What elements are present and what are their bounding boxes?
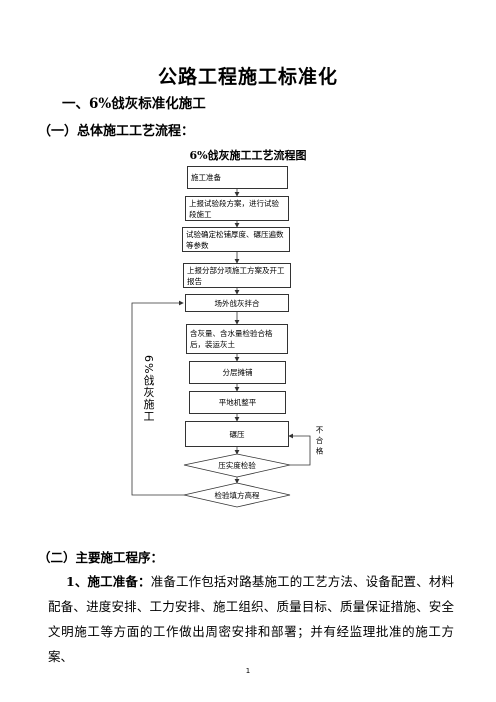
step-content-check: 含灰量、含水量检验合格后，装运灰土 <box>186 324 288 354</box>
decision-compaction-shape <box>183 453 291 478</box>
paragraph-body: 准备工作包括对路基施工的工艺方法、设备配置、材料配备、进度安排、工力安排、施工组… <box>48 574 454 664</box>
decision-elevation: 检验填方高程 <box>214 491 260 500</box>
flowchart-title: 6%戗灰施工工艺流程图 <box>189 149 307 162</box>
subsection-heading-2: （二）主要施工程序： <box>38 550 164 565</box>
step-trial-parameters: 试验确定松铺厚度、碾压遍数等参数 <box>182 227 290 252</box>
step-grader-leveling: 平地机整平 <box>189 391 286 414</box>
step-rolling: 碾压 <box>185 421 289 447</box>
section2-paragraph: 1、施工准备：准备工作包括对路基施工的工艺方法、设备配置、材料配备、进度安排、工… <box>48 569 454 669</box>
step-construction-prep: 施工准备 <box>187 166 288 189</box>
step-report-plan: 上报分部分项施工方案及开工报告 <box>183 263 291 288</box>
paragraph-lead: 1、施工准备： <box>66 574 151 589</box>
loop-label: 6%戗灰施工 <box>142 355 155 423</box>
step-layered-spreading: 分层摊铺 <box>189 361 286 384</box>
document-title: 公路工程施工标准化 <box>157 66 338 88</box>
subsection-heading-1: （一）总体施工工艺流程： <box>38 124 195 139</box>
decision-compaction: 压实度检验 <box>218 461 256 470</box>
page-number: 1 <box>245 667 251 675</box>
step-trial-section: 上报试验段方案，进行试验段施工 <box>185 196 289 221</box>
decision-elevation-shape <box>183 482 291 508</box>
section-heading-1: 一、6%戗灰标准化施工 <box>62 96 206 112</box>
step-offsite-mixing: 场外戗灰拌合 <box>185 294 289 312</box>
fail-label: 不合格 <box>315 426 324 458</box>
